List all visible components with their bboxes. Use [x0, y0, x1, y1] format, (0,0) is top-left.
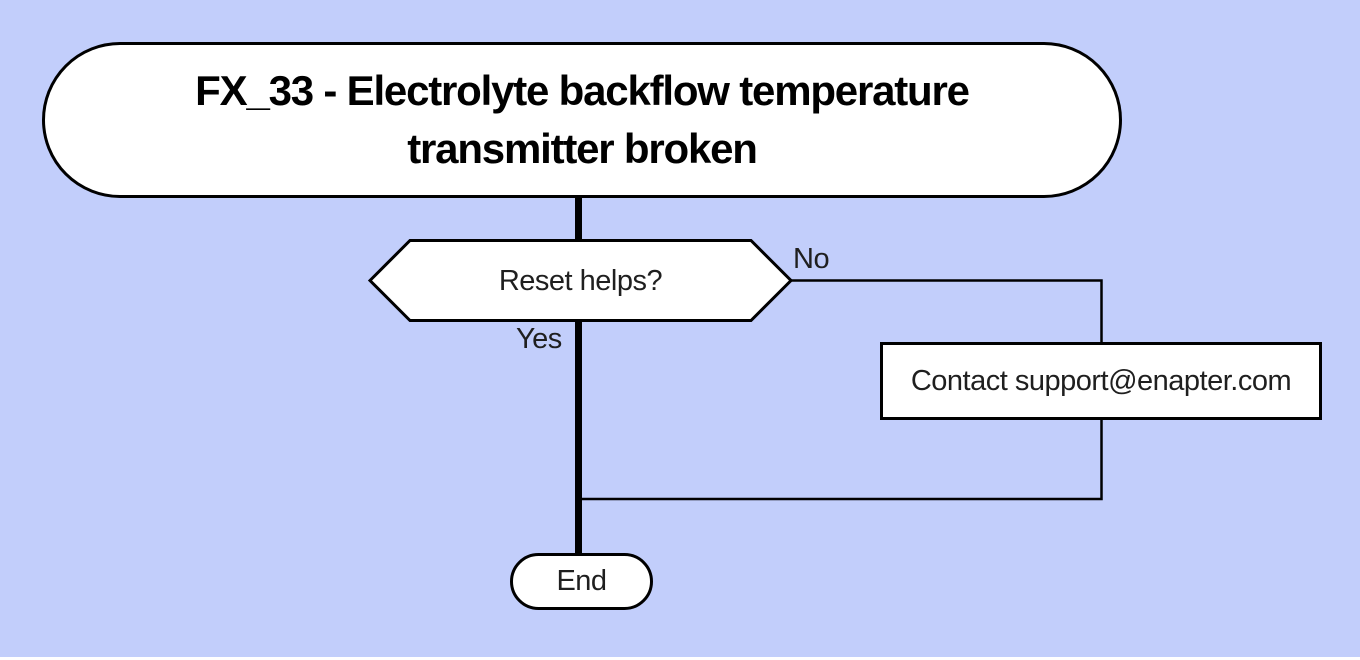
node-start-title: FX_33 - Electrolyte backflow temperature…: [42, 42, 1122, 198]
contact-support-text: Contact support@enapter.com: [910, 364, 1292, 397]
decision-label: Reset helps?: [498, 264, 663, 297]
node-end: End: [510, 553, 653, 610]
decision-hexagon-shape: [367, 239, 794, 322]
edge-label-yes: Yes: [516, 323, 562, 355]
bottom-white-strip: [0, 657, 1360, 660]
title-text: FX_33 - Electrolyte backflow temperature…: [195, 67, 970, 172]
node-contact-support: Contact support@enapter.com: [880, 342, 1322, 420]
end-text: End: [556, 565, 607, 597]
edge-label-no: No: [793, 243, 830, 275]
